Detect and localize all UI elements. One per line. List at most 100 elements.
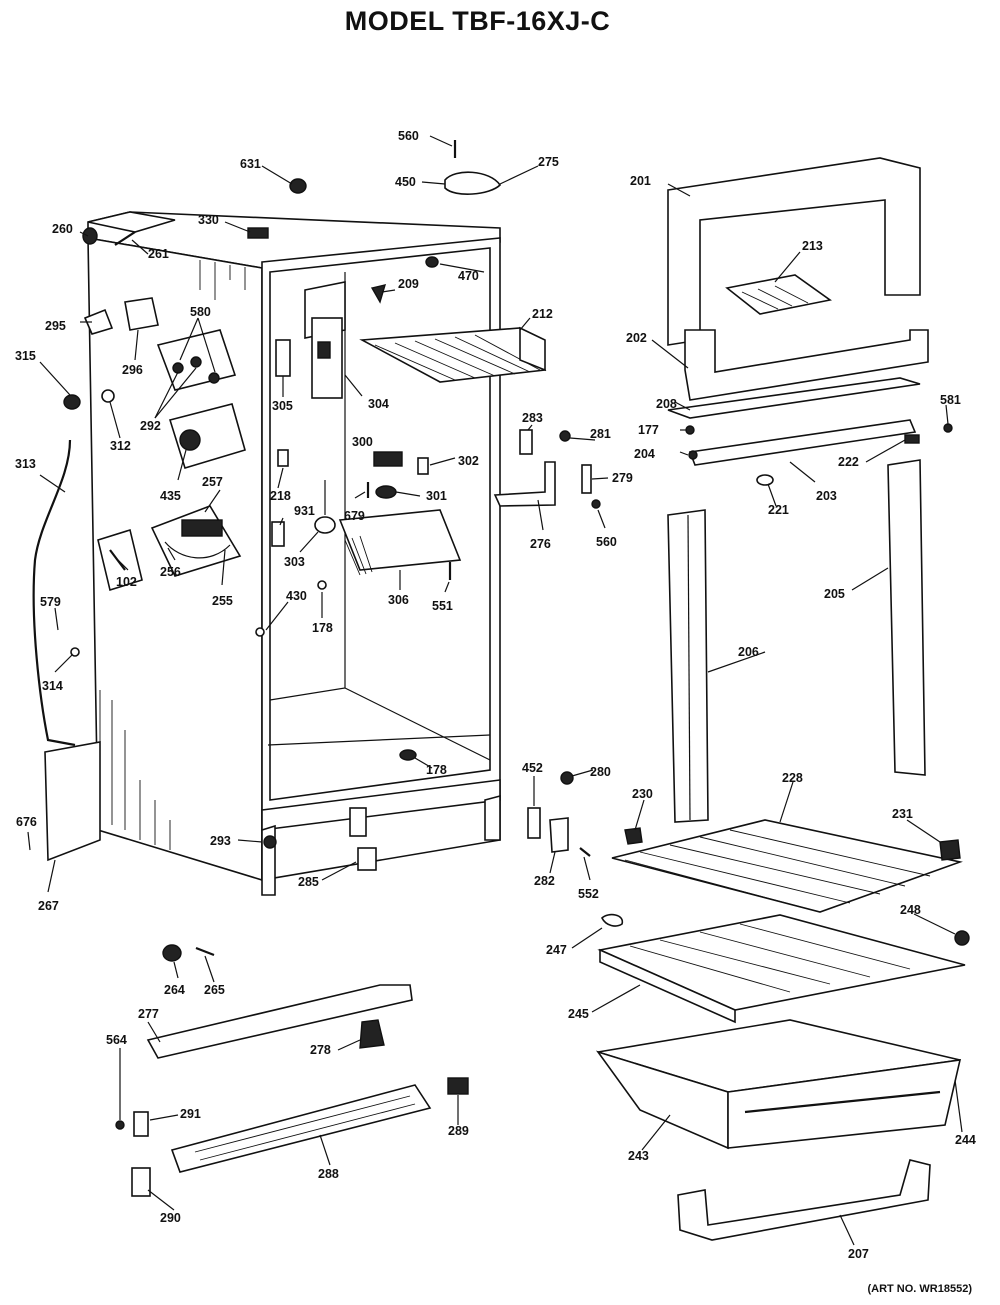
part-247 xyxy=(601,913,624,927)
label-102: 102 xyxy=(116,575,137,589)
part-470-plug xyxy=(425,256,439,268)
label-247: 247 xyxy=(546,943,567,957)
label-581: 581 xyxy=(940,393,961,407)
part-207-group xyxy=(677,1159,931,1241)
part-295-clip xyxy=(83,308,114,335)
label-201: 201 xyxy=(630,174,651,188)
label-676: 676 xyxy=(16,815,37,829)
part-245-front xyxy=(599,948,736,1024)
door-strips xyxy=(667,459,926,823)
label-212: 212 xyxy=(532,307,553,321)
liner-floor-edge xyxy=(344,687,491,761)
label-260: 260 xyxy=(52,222,73,236)
part-430 xyxy=(255,627,265,637)
label-301: 301 xyxy=(426,489,447,503)
label-281: 281 xyxy=(590,427,611,441)
part-245-shelf xyxy=(597,914,966,1011)
part-564 xyxy=(115,1120,125,1130)
part-314-clip xyxy=(70,647,80,657)
part-435-thermostat xyxy=(179,429,201,451)
part-279 xyxy=(581,464,592,494)
label-283: 283 xyxy=(522,411,543,425)
label-243: 243 xyxy=(628,1149,649,1163)
part-296-switch xyxy=(124,297,159,331)
part-292-screw-b xyxy=(190,356,202,368)
part-277-rail xyxy=(146,984,413,1059)
label-204: 204 xyxy=(634,447,655,461)
liner-floor-front xyxy=(267,734,491,746)
label-203: 203 xyxy=(816,489,837,503)
top-parts xyxy=(247,140,502,304)
part-102-box xyxy=(97,528,143,592)
part-221 xyxy=(756,474,774,486)
part-293 xyxy=(263,835,277,849)
part-560-b xyxy=(591,499,601,509)
model-title: MODEL TBF-16XJ-C xyxy=(344,6,611,36)
label-279: 279 xyxy=(612,471,633,485)
part-278 xyxy=(359,1019,385,1049)
label-257: 257 xyxy=(202,475,223,489)
part-261-screw xyxy=(114,231,136,246)
part-178-b xyxy=(399,749,417,761)
label-221: 221 xyxy=(768,503,789,517)
label-579: 579 xyxy=(40,595,61,609)
label-264: 264 xyxy=(164,983,185,997)
label-178a: 178 xyxy=(312,621,333,635)
evaporator-cover xyxy=(338,509,462,571)
label-435: 435 xyxy=(160,489,181,503)
label-552: 552 xyxy=(578,887,599,901)
part-315-valve xyxy=(63,394,81,410)
part-285 xyxy=(357,847,377,871)
label-296: 296 xyxy=(122,363,143,377)
label-306: 306 xyxy=(388,593,409,607)
label-206: 206 xyxy=(738,645,759,659)
shelf-228-wires xyxy=(624,829,931,913)
part-435-box xyxy=(168,403,246,469)
label-300: 300 xyxy=(352,435,373,449)
control-knob xyxy=(317,341,331,359)
part-931 xyxy=(271,521,285,547)
side-hatching xyxy=(99,260,246,850)
label-244: 244 xyxy=(955,1133,976,1147)
label-261: 261 xyxy=(148,247,169,261)
label-631: 631 xyxy=(240,157,261,171)
part-260-knob xyxy=(82,227,98,245)
label-293: 293 xyxy=(210,834,231,848)
label-205: 205 xyxy=(824,587,845,601)
label-551: 551 xyxy=(432,599,453,613)
middle-parts xyxy=(255,449,452,871)
ice-tray-cells xyxy=(741,285,809,310)
label-208: 208 xyxy=(656,397,677,411)
label-313: 313 xyxy=(15,457,36,471)
freezer-door-group xyxy=(667,157,953,486)
art-number: (ART NO. WR18552) xyxy=(867,1283,972,1295)
label-256: 256 xyxy=(160,565,181,579)
part-203-trim xyxy=(688,419,917,466)
part-208-strip xyxy=(667,377,921,419)
part-204 xyxy=(688,450,698,460)
part-301 xyxy=(375,485,397,499)
part-244-handle xyxy=(744,1090,941,1114)
label-177: 177 xyxy=(638,423,659,437)
part-283 xyxy=(519,429,533,455)
label-452: 452 xyxy=(522,761,543,775)
evaporator-fins xyxy=(344,535,373,576)
label-564: 564 xyxy=(106,1033,127,1047)
part-282 xyxy=(549,817,569,853)
part-222 xyxy=(904,434,920,444)
part-452 xyxy=(527,807,541,839)
part-302 xyxy=(417,457,429,475)
part-330-cap xyxy=(247,227,269,239)
part-243-front xyxy=(727,1059,962,1149)
part-289 xyxy=(447,1077,469,1095)
part-213-ice-tray xyxy=(725,274,832,315)
label-302: 302 xyxy=(458,454,479,468)
part-256-lens xyxy=(164,541,231,559)
label-303: 303 xyxy=(284,555,305,569)
label-292: 292 xyxy=(140,419,161,433)
part-177 xyxy=(685,425,695,435)
label-202: 202 xyxy=(626,331,647,345)
part-581 xyxy=(943,423,953,433)
label-218: 218 xyxy=(270,489,291,503)
